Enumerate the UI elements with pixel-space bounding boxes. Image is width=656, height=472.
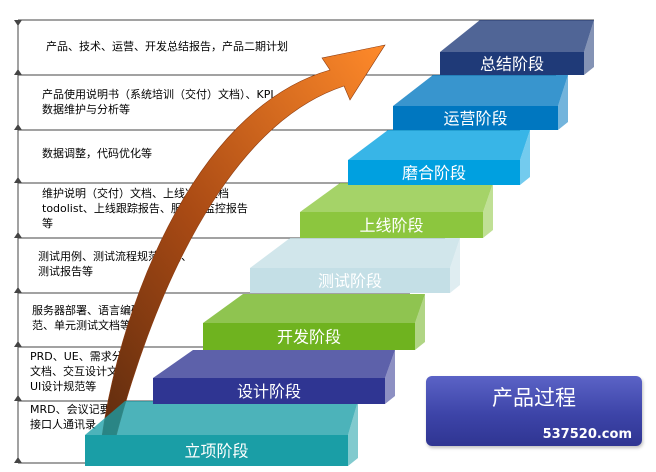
stage-step-top: [440, 20, 594, 52]
stage-label: 立项阶段: [184, 442, 248, 461]
stage-step-side: [450, 238, 460, 293]
stage-step-top: [153, 350, 395, 378]
stage-step-side: [520, 130, 530, 185]
stage-note-line: PRD、UE、需求分析: [30, 349, 134, 363]
stage-step: 磨合阶段: [348, 130, 530, 185]
bracket-tick: [14, 20, 22, 26]
stage-label: 测试阶段: [318, 272, 382, 291]
bracket-tick: [14, 232, 22, 238]
stage-step-front: [153, 378, 385, 404]
stage-label: 磨合阶段: [402, 164, 466, 183]
bracket-tick: [14, 457, 22, 463]
bracket-tick: [14, 287, 22, 293]
stage-step-top: [393, 75, 568, 106]
stage-step: 总结阶段: [440, 20, 594, 75]
stage-note-line: UI设计规范等: [30, 379, 96, 393]
stage-label: 设计阶段: [237, 382, 301, 401]
stage-step-side: [584, 20, 594, 75]
stage-note-line: 接口人通讯录: [30, 418, 96, 431]
stage-step: 运营阶段: [393, 75, 568, 130]
site-watermark: 537520.com: [542, 427, 632, 442]
bracket-tick: [14, 124, 22, 130]
stage-label: 运营阶段: [443, 109, 507, 128]
stage-step: 测试阶段: [250, 238, 460, 293]
stage-step-front: [85, 435, 348, 466]
stage-note-line: 等: [42, 216, 53, 230]
title-box: 产品过程 537520.com: [426, 376, 642, 446]
stage-note-line: todolist、上线跟踪报告、服务器监控报告: [42, 201, 248, 215]
stage-step-front: [300, 212, 483, 238]
bracket-tick: [14, 177, 22, 183]
bracket-tick: [14, 395, 22, 401]
stage-note-line: 维护说明（交付）文档、上线准备文档: [42, 186, 229, 200]
stage-step-front: [440, 52, 584, 75]
stage-step: 设计阶段: [153, 350, 395, 404]
stage-note-line: 文档、交互设计文档、: [30, 364, 140, 378]
diagram-title: 产品过程: [492, 386, 576, 410]
stage-step: 上线阶段: [300, 183, 493, 238]
stage-step: 立项阶段: [85, 401, 358, 466]
stage-step-side: [385, 350, 395, 404]
stage-note-line: 数据调整，代码优化等: [42, 146, 152, 160]
stage-step-front: [393, 106, 558, 130]
stage-note-line: 产品、技术、运营、开发总结报告，产品二期计划: [46, 39, 288, 53]
stage-step-front: [348, 160, 520, 185]
stage-note-line: 测试报告等: [38, 264, 93, 278]
stage-step-top: [348, 130, 530, 160]
stage-step-top: [250, 238, 460, 268]
stage-label: 开发阶段: [277, 328, 341, 347]
stage-note-line: 服务器部署、语言编码规: [32, 303, 153, 317]
stage-steps: 立项阶段 设计阶段 开发阶段 测试阶段 上线阶段 磨合阶段 运营阶段 总结阶段: [85, 20, 594, 466]
bracket-tick: [14, 69, 22, 75]
stage-step-side: [483, 183, 493, 238]
stage-step-top: [203, 294, 425, 323]
stage-step-front: [203, 323, 415, 350]
stage-step-front: [250, 268, 450, 293]
stage-step-top: [85, 401, 358, 435]
stage-label: 上线阶段: [359, 216, 423, 235]
stage-step-side: [348, 401, 358, 466]
bracket-tick: [14, 341, 22, 347]
stage-label: 总结阶段: [480, 55, 544, 74]
stage-step: 开发阶段: [203, 294, 425, 350]
growth-arrow: [99, 44, 386, 453]
stage-step-side: [558, 75, 568, 130]
stage-step-top: [300, 183, 493, 212]
stage-step-side: [415, 294, 425, 350]
stage-note-line: 数据维护与分析等: [42, 102, 130, 116]
stage-note-line: 产品使用说明书（系统培训（交付）文档）、KPI、: [42, 87, 285, 101]
stage-note-line: MRD、会议记要: [30, 403, 111, 416]
stage-note-line: 范、单元测试文档等: [32, 318, 131, 332]
